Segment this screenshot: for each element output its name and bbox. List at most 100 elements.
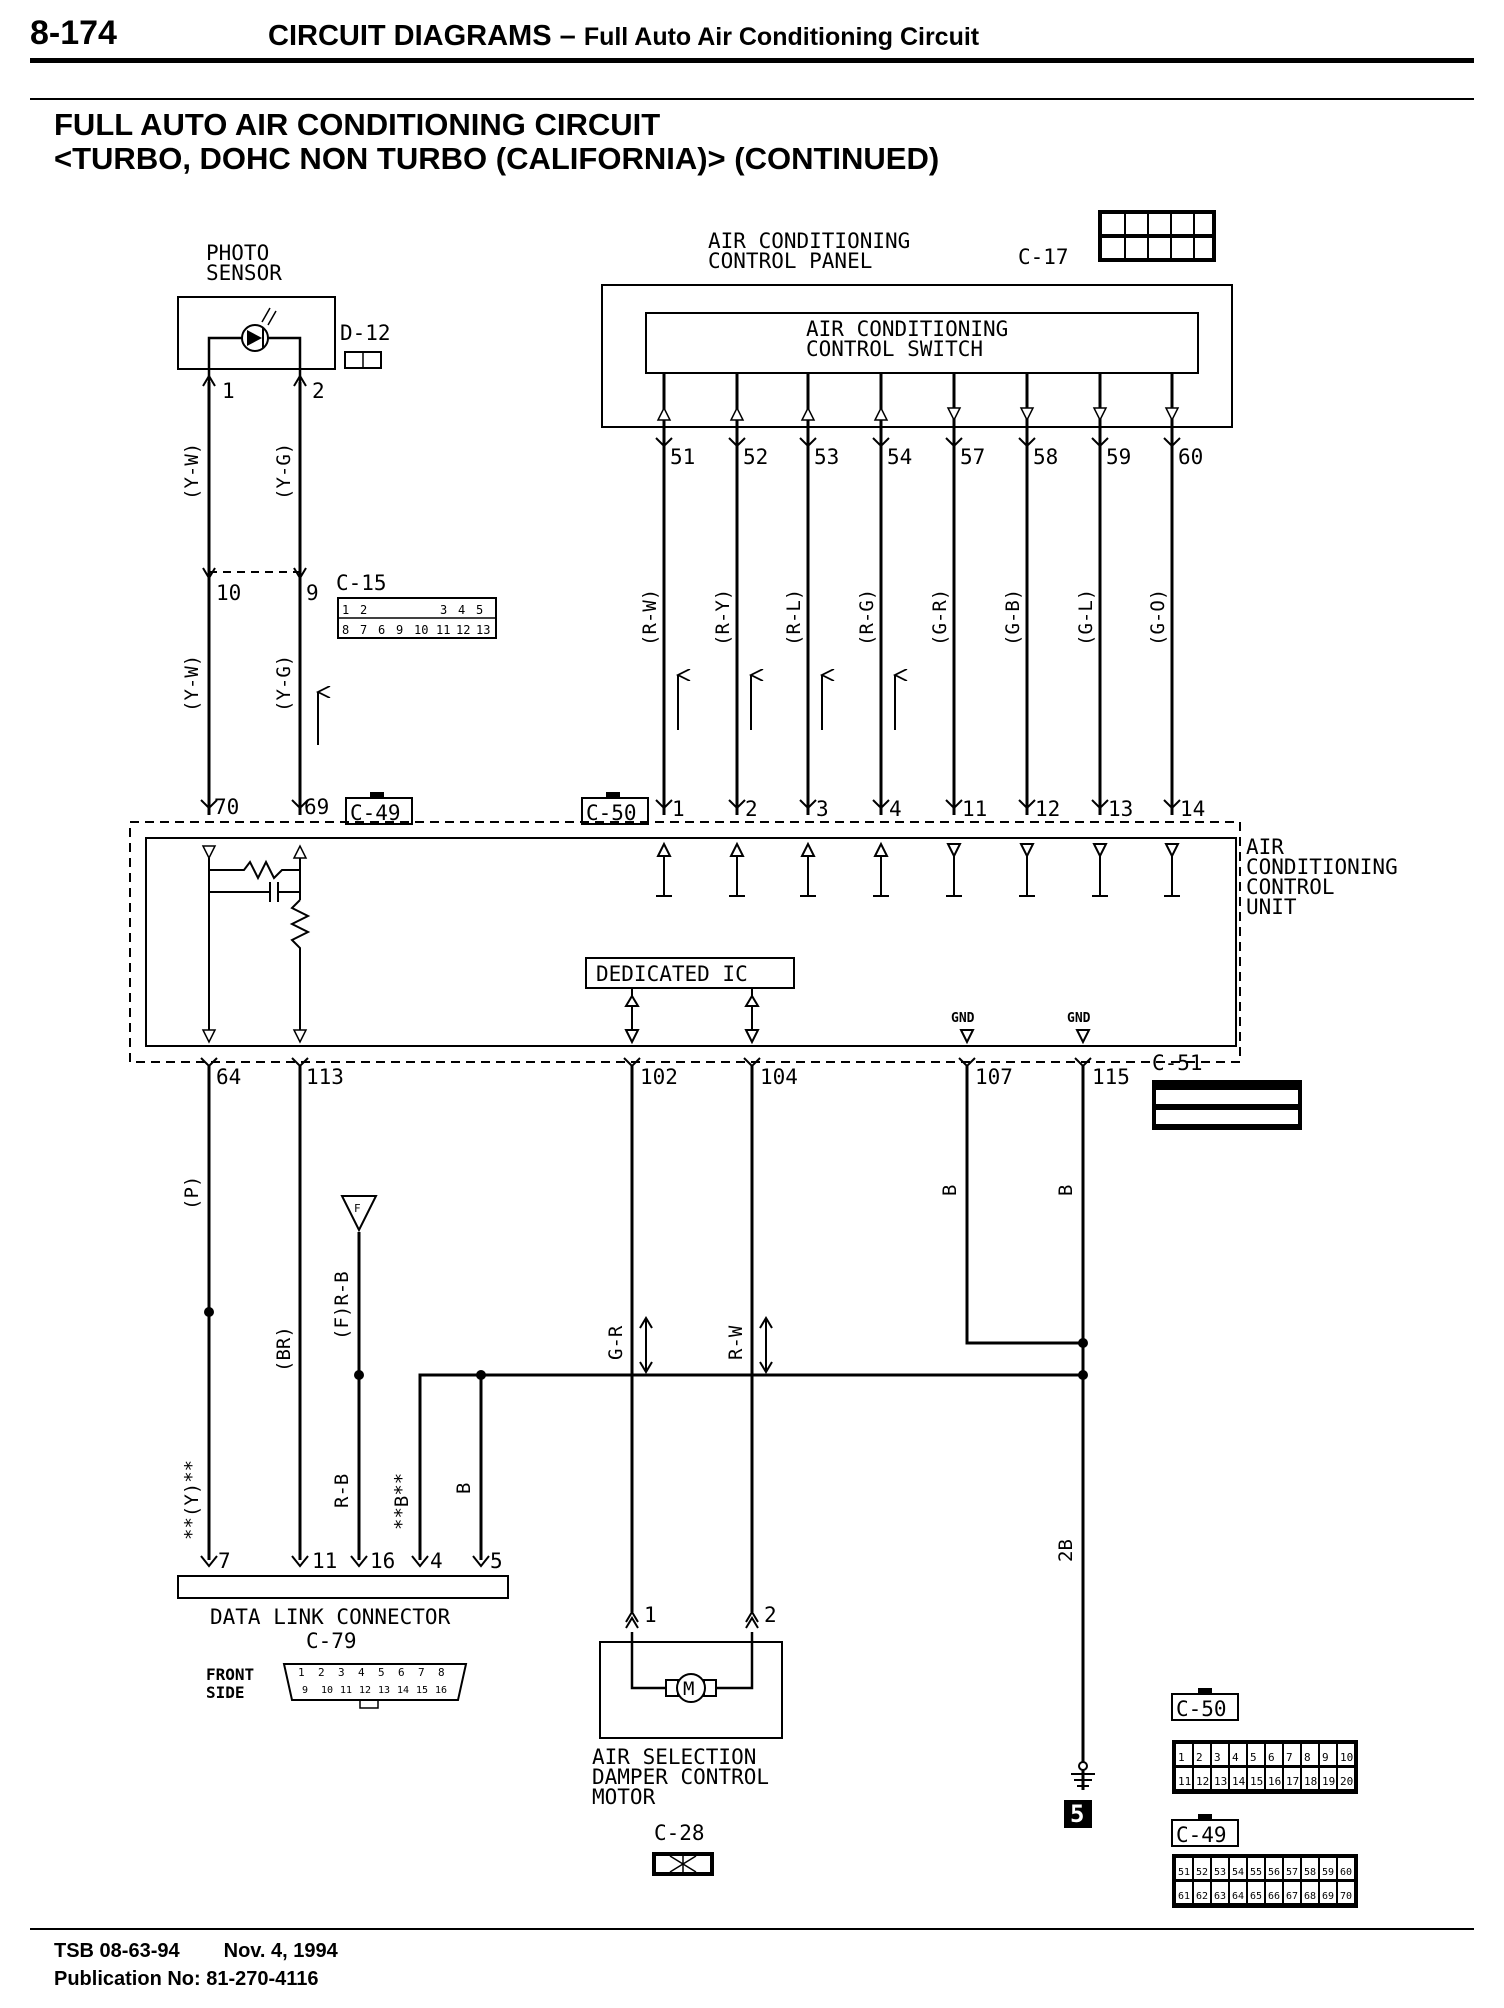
c50-pin-label: 17 (1286, 1775, 1299, 1788)
motor-pin-1: 1 (644, 1603, 657, 1627)
motor-label-3: MOTOR (592, 1785, 656, 1809)
c50-cell (1212, 1744, 1228, 1765)
c50-cell (1338, 1768, 1354, 1789)
wire-bstar: **B** (391, 1473, 413, 1530)
header-dash: – (559, 20, 576, 52)
sensor-pin-1: 1 (222, 379, 235, 403)
ecu-pin-14: 14 (1180, 797, 1205, 821)
ecu-pin-11: 11 (962, 797, 987, 821)
ac-control-panel-box (601, 284, 1233, 428)
footer-tsb: TSB 08-63-94 (54, 1940, 180, 1962)
c50-pin-label: 12 (1196, 1775, 1209, 1788)
ac-switch-label-2: CONTROL SWITCH (806, 337, 983, 361)
ecu-pin-13: 13 (1108, 797, 1133, 821)
wire-br: (BR) (273, 1326, 295, 1372)
dlc-front-label-1: FRONT (206, 1665, 254, 1684)
wire-rg: (R-G) (856, 589, 878, 646)
c49-cell (1248, 1882, 1264, 1903)
c15-p10: 10 (414, 623, 428, 637)
c50-pin-label: 18 (1304, 1775, 1317, 1788)
f-terminal-label: F (354, 1202, 361, 1215)
panel-pin-58: 58 (1033, 445, 1058, 469)
c28-connector-icon (652, 1852, 714, 1876)
c15-p5: 5 (476, 603, 483, 617)
dlc-pin-4: 4 (430, 1549, 443, 1573)
wire-b-dlc: B (453, 1483, 475, 1494)
c50-pin-label: 4 (1232, 1751, 1239, 1764)
pin-9: 9 (306, 581, 319, 605)
ac-control-unit-outline (129, 821, 1241, 1063)
dlc-row1-cell (336, 1666, 354, 1680)
c49-pin-label: 52 (1196, 1867, 1208, 1878)
c49-cell (1212, 1882, 1228, 1903)
ecu-pin-2: 2 (745, 797, 758, 821)
dlc-row2-pin-label: 14 (397, 1685, 409, 1696)
c50-pin-label: 16 (1268, 1775, 1281, 1788)
dlc-row1-cell (316, 1666, 334, 1680)
wire-ry: (R-Y) (712, 589, 734, 646)
ecu-pin-4: 4 (889, 797, 902, 821)
header-rule (30, 58, 1474, 63)
c50-cell (1266, 1768, 1282, 1789)
c49-pin-label: 64 (1232, 1891, 1244, 1902)
c49-pin-label: 62 (1196, 1891, 1208, 1902)
c50-pin-label: 20 (1340, 1775, 1353, 1788)
wire-b-107: B (939, 1185, 961, 1196)
c49-pin-label: 67 (1286, 1891, 1298, 1902)
c15-p11: 11 (436, 623, 450, 637)
c49-cell (1176, 1882, 1192, 1903)
dlc-pin-7: 7 (218, 1549, 231, 1573)
wire-yg-upper: (Y-G) (273, 443, 295, 500)
c15-p4: 4 (458, 603, 465, 617)
c49-cell (1284, 1882, 1300, 1903)
motor-pin-2: 2 (764, 1603, 777, 1627)
c49-pin-label: 70 (1340, 1891, 1352, 1902)
panel-pin-54: 54 (887, 445, 912, 469)
photo-sensor-label-2: SENSOR (206, 261, 282, 285)
motor-icon (665, 1673, 717, 1703)
pin-107: 107 (975, 1065, 1013, 1089)
wire-yw-lower: (Y-W) (181, 655, 203, 712)
wire-go: (G-O) (1147, 589, 1169, 646)
c15-p9: 9 (396, 623, 403, 637)
c50-cell (1230, 1768, 1246, 1789)
c49-cell (1284, 1858, 1300, 1879)
dlc-row2-cell (433, 1683, 450, 1697)
dlc-pin-5: 5 (490, 1549, 503, 1573)
dlc-row1-pin-label: 6 (398, 1666, 405, 1679)
dlc-row2-cell (357, 1683, 374, 1697)
c49-pin-label: 57 (1286, 1867, 1298, 1878)
c50-pin-label: 6 (1268, 1751, 1275, 1764)
footer-publication: Publication No: 81-270-4116 (54, 1968, 319, 1990)
c49-cell (1176, 1858, 1192, 1879)
pin-113: 113 (306, 1065, 344, 1089)
wire-y: **(Y)** (181, 1460, 203, 1540)
c49-pin-label: 59 (1322, 1867, 1334, 1878)
pin-104: 104 (760, 1065, 798, 1089)
c49-cell (1266, 1858, 1282, 1879)
c15-p6: 6 (378, 623, 385, 637)
c50-cell (1212, 1768, 1228, 1789)
dlc-row2-cell (414, 1683, 431, 1697)
c15-p2: 2 (360, 603, 367, 617)
dlc-row2-pin-label: 13 (378, 1685, 390, 1696)
dlc-row2-cell (376, 1683, 393, 1697)
photo-sensor-connector: D-12 (340, 321, 391, 345)
dlc-row1-cell (296, 1666, 314, 1680)
c49-cell (1212, 1858, 1228, 1879)
c50-pin-label: 9 (1322, 1751, 1329, 1764)
c50-cell (1248, 1744, 1264, 1765)
panel-pin-51: 51 (670, 445, 695, 469)
dlc-row1-cell (416, 1666, 434, 1680)
gnd-label-115: GND (1067, 1011, 1091, 1026)
diagram-title-line2: <TURBO, DOHC NON TURBO (CALIFORNIA)> (CO… (54, 141, 940, 176)
c49-cell (1248, 1858, 1264, 1879)
c50-cell (1194, 1768, 1210, 1789)
c50-pin-label: 19 (1322, 1775, 1335, 1788)
c50-pin-label: 5 (1250, 1751, 1257, 1764)
ecu-label-2: CONDITIONING (1246, 855, 1398, 879)
dlc-row2-pin-label: 12 (359, 1685, 371, 1696)
c49-cell (1194, 1858, 1210, 1879)
c50-pin-label: 8 (1304, 1751, 1311, 1764)
